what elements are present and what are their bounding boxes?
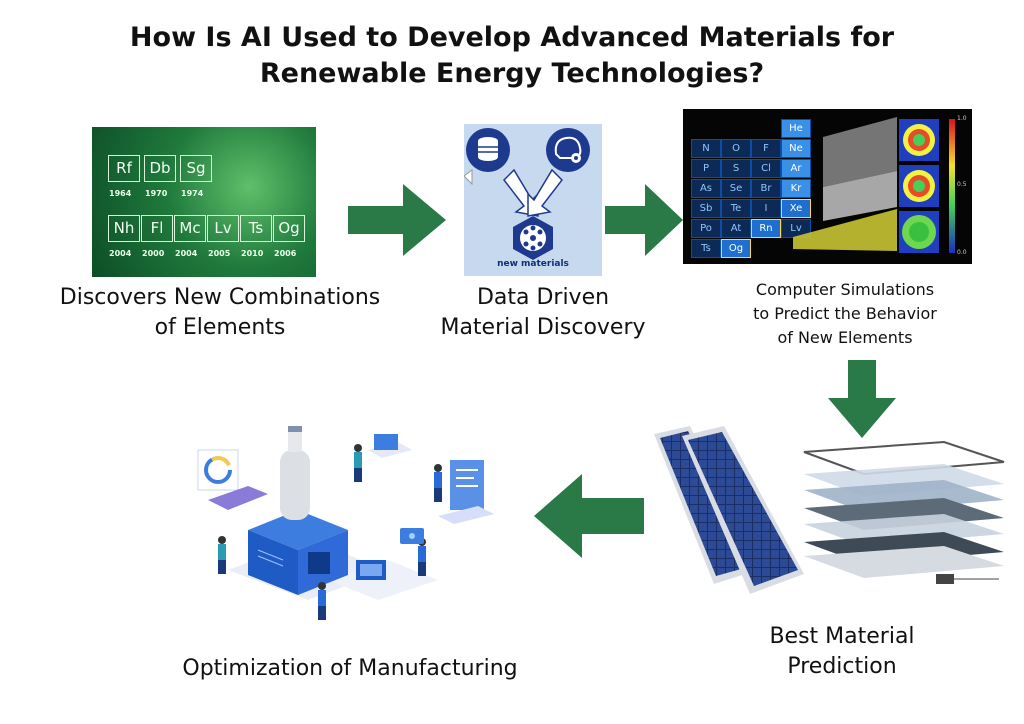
scale-bottom-label: 0.0 [957,249,967,256]
simulation-element-cell: Og [721,239,751,258]
element-year: 2005 [208,249,231,258]
caption-optimization-line-1: Optimization of Manufacturing [182,656,518,681]
element-cell: Og [273,215,305,242]
simulation-element-cell: Sb [691,199,721,218]
simulation-element-cell: Xe [781,199,811,218]
simulation-element-cell: Rn [751,219,781,238]
caption-best-line-2: Prediction [787,654,897,679]
title-line-1: How Is AI Used to Develop Advanced Mater… [129,22,895,53]
element-year: 2010 [241,249,264,258]
simulation-element-cell: P [691,159,721,178]
caption-discover-line-2: of Elements [154,315,286,340]
person-icon-2 [434,464,442,502]
caption-simulation: Computer Simulations to Predict the Beha… [700,278,990,350]
person-icon-4 [318,582,326,620]
solar-panel-image [654,426,1005,594]
solar-panel-layers [803,440,1005,584]
data-driven-image: new materials [463,124,602,276]
laptop-icon [368,434,412,458]
element-cell: Db [144,155,176,182]
caption-best-line-1: Best Material [769,624,915,649]
arrow-down [828,360,896,438]
manufacturing-illustration [197,426,494,620]
tablet-icon [400,528,424,544]
person-icon-1 [354,444,362,482]
caption-data-driven-line-2: Material Discovery [440,315,646,340]
caption-simulation-line-2: to Predict the Behavior [753,304,937,323]
solar-panel-front [682,426,804,594]
element-cell: Ts [240,215,272,242]
machine-block [248,510,348,595]
simulation-element-cell: N [691,139,721,158]
arrow-right-2 [605,184,683,256]
color-scale-bar [949,119,955,253]
device-stack-icon [356,560,386,580]
simulation-element-cell: At [721,219,751,238]
arrow-right-1 [348,184,446,256]
simulation-element-cell: Ts [691,239,721,258]
caption-data-driven: Data Driven Material Discovery [418,283,668,343]
element-cell: Lv [207,215,239,242]
simulation-element-cell: F [751,139,781,158]
simulation-element-cell: I [751,199,781,218]
simulation-element-cell: O [721,139,751,158]
brain-gear-icon [546,128,590,172]
screen-panel-icon [438,460,494,524]
molecule-network-icon [513,216,553,260]
element-year: 1974 [181,189,204,198]
caption-best: Best Material Prediction [712,622,972,682]
caption-simulation-line-1: Computer Simulations [755,280,935,299]
bottle-icon [280,426,310,520]
caption-simulation-line-3: of New Elements [777,328,913,347]
simulation-element-cell: As [691,179,721,198]
database-icon [466,128,510,172]
caption-optimization: Optimization of Manufacturing [160,654,540,684]
element-year: 2000 [142,249,165,258]
element-cell: Nh [108,215,140,242]
caption-discover-line-1: Discovers New Combinations [59,285,381,310]
simulation-element-cell: S [721,159,751,178]
element-year: 2004 [175,249,198,258]
simulation-element-cell: Po [691,219,721,238]
element-year: 1970 [145,189,168,198]
simulation-heatmaps [899,119,939,253]
person-icon-3 [218,536,226,574]
element-cell: Fl [141,215,173,242]
element-cell: Sg [180,155,212,182]
element-year: 2006 [274,249,297,258]
caption-discover: Discovers New Combinations of Elements [40,283,400,343]
new-materials-label: new materials [497,259,569,269]
title-line-2: Renewable Energy Technologies? [259,58,765,89]
simulation-element-cell: Br [751,179,781,198]
simulation-element-cell: Cl [751,159,781,178]
scale-mid-label: 0.5 [957,181,967,188]
simulation-element-cell: Kr [781,179,811,198]
simulation-element-cell: He [781,119,811,138]
simulation-element-cell: Te [721,199,751,218]
element-year: 1964 [109,189,132,198]
arrow-left [534,474,644,558]
ring-chart-icon [197,449,268,510]
simulation-element-cell: Se [721,179,751,198]
caption-data-driven-line-1: Data Driven [476,285,610,310]
element-cell: Mc [174,215,206,242]
element-year: 2004 [109,249,132,258]
element-cell: Rf [108,155,140,182]
scale-top-label: 1.0 [957,115,967,122]
simulation-element-cell: Ar [781,159,811,178]
page-title: How Is AI Used to Develop Advanced Mater… [0,20,1024,92]
simulation-element-cell: Ne [781,139,811,158]
